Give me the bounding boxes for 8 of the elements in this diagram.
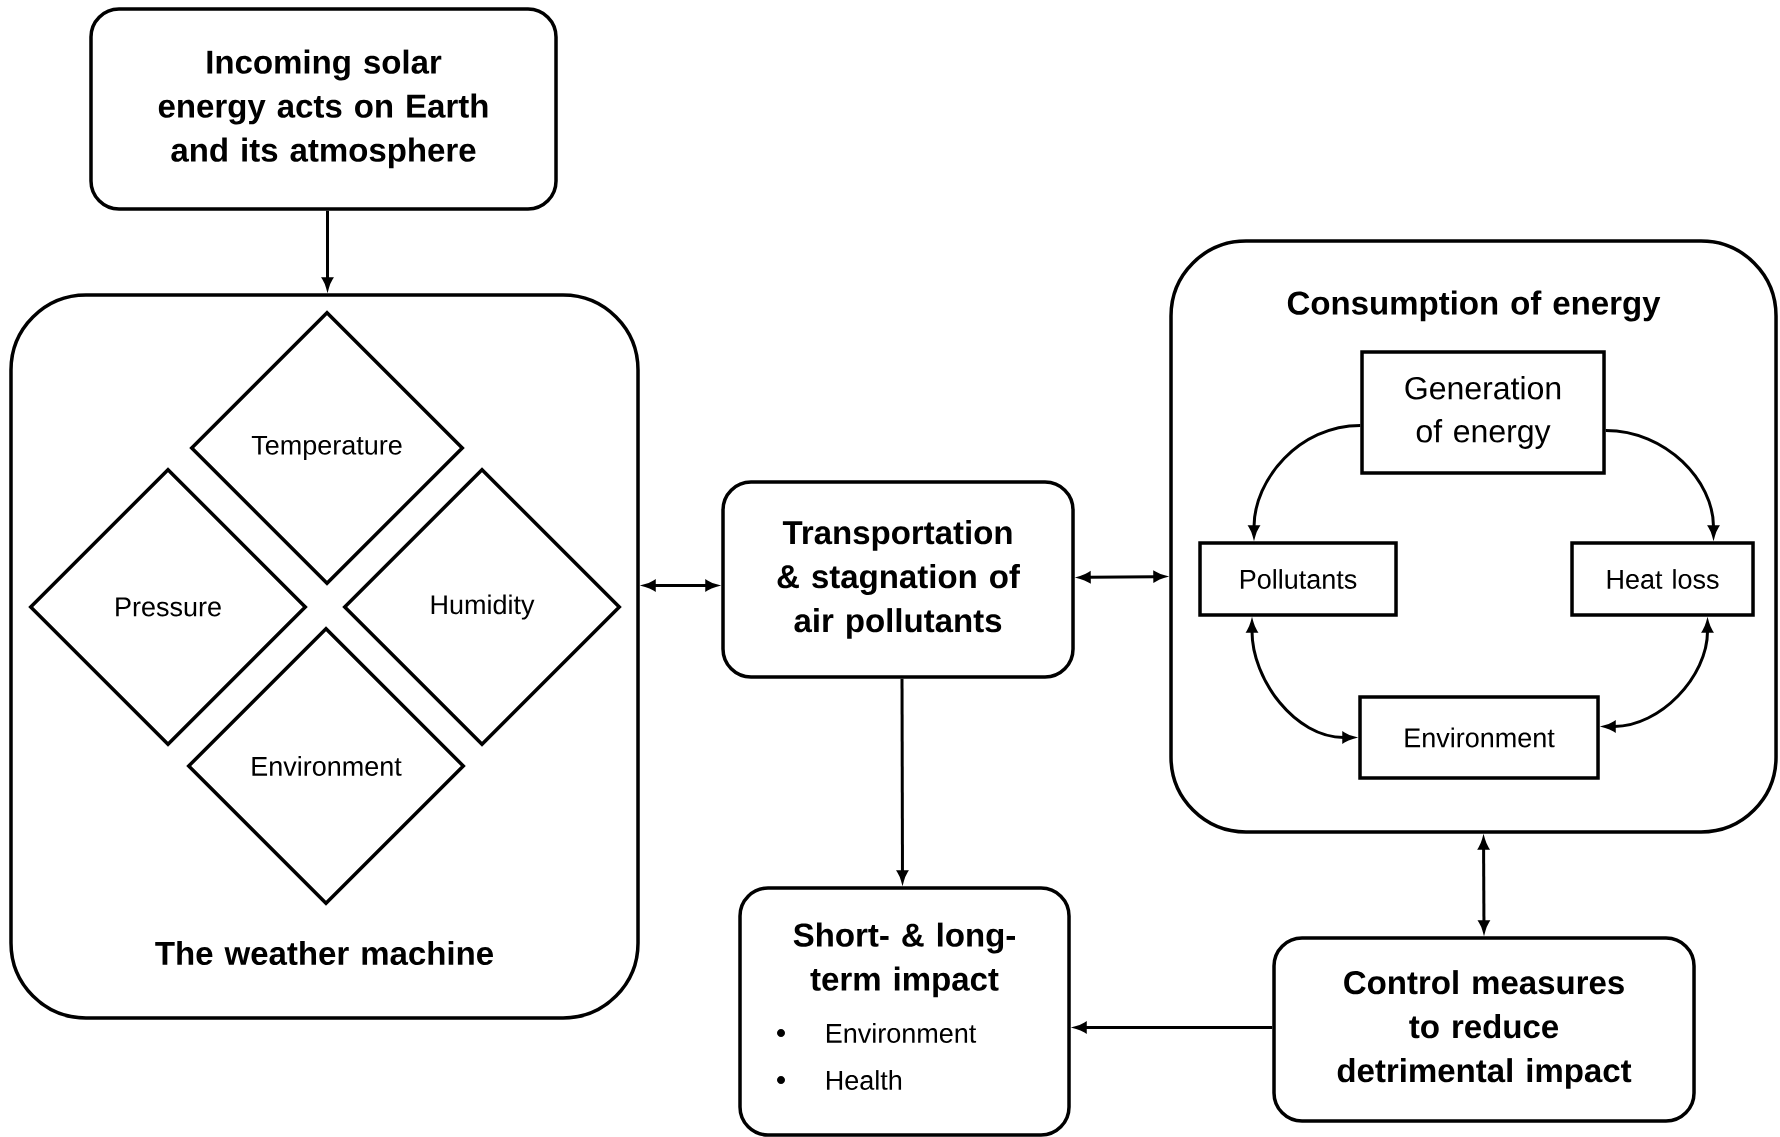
- process-box: Generation of energy: [1360, 350, 1606, 475]
- process-box: Environment: [1358, 695, 1600, 780]
- process-box: Transportation & stagnation of air pollutants: [721, 480, 1075, 679]
- process-box: Control measures to reduce detrimental impact: [1272, 936, 1696, 1123]
- process-box: Heat loss: [1570, 541, 1755, 617]
- process-box: Pollutants: [1198, 541, 1398, 617]
- process-box: Incoming solar energy acts on Earth and its atmosphere: [89, 7, 558, 211]
- process-box: Short- & long-term impact Environment Health: [738, 886, 1071, 1137]
